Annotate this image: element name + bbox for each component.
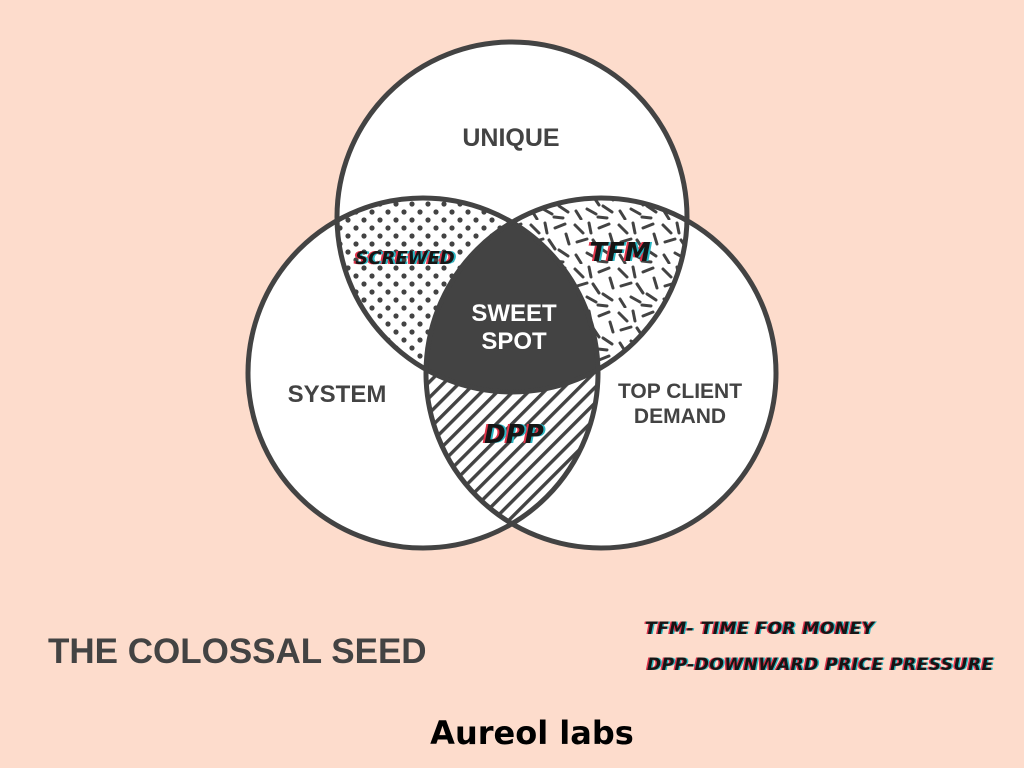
outline-system: [245, 195, 601, 551]
svg-text:TFM: TFM: [587, 238, 648, 268]
label-system: SYSTEM: [288, 381, 387, 408]
legend-dpp: DPP-DOWNWARD PRICE PRESSURE: [647, 655, 994, 675]
label-screwed: SCREWED SCREWED SCREWED: [353, 248, 456, 269]
label-unique: UNIQUE: [462, 124, 559, 152]
brand-name: Aureol labs: [430, 714, 634, 752]
label-tfm: TFM TFM TFM: [587, 238, 652, 268]
venn-diagram: UNIQUE SYSTEM TOP CLIENT DEMAND SWEET SP…: [245, 39, 779, 551]
svg-text:DPP: DPP: [486, 420, 546, 450]
label-top-client-demand-line1: TOP CLIENT: [618, 380, 742, 403]
label-top-client-demand-line2: DEMAND: [634, 405, 726, 428]
svg-text:TFM: TFM: [591, 238, 652, 268]
outline-unique: [334, 39, 690, 395]
svg-text:TFM: TFM: [589, 238, 650, 268]
svg-text:SCREWED: SCREWED: [355, 248, 454, 269]
label-sweet-spot-line1: SWEET: [471, 300, 557, 327]
label-dpp: DPP DPP DPP: [482, 420, 546, 450]
overlap-sweet-spot: [426, 198, 598, 392]
svg-text:SCREWED: SCREWED: [357, 248, 456, 269]
svg-text:DPP: DPP: [482, 420, 542, 450]
outline-top-client-demand: [423, 195, 779, 551]
svg-text:SCREWED: SCREWED: [353, 248, 452, 269]
diagram-title: THE COLOSSAL SEED: [48, 632, 427, 671]
label-sweet-spot-line2: SPOT: [481, 328, 547, 355]
svg-text:DPP: DPP: [484, 420, 544, 450]
legend-tfm: TFM- TIME FOR MONEY: [645, 619, 875, 639]
